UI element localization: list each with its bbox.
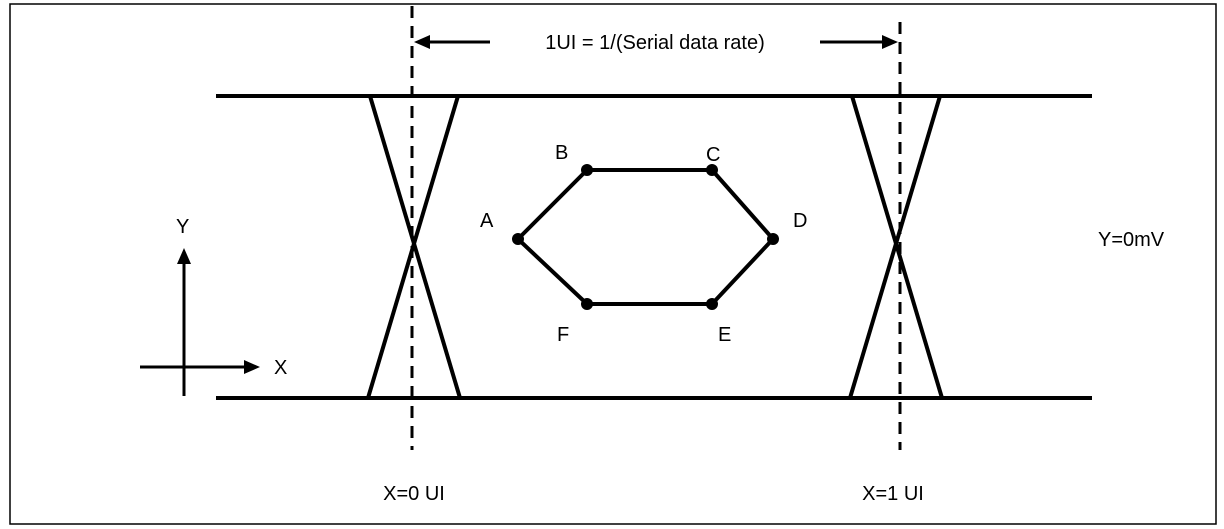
- ui-span-left-arrowhead: [414, 35, 430, 49]
- point-e-marker: [706, 298, 718, 310]
- point-b-label: B: [555, 142, 568, 164]
- x-axis-label: X: [274, 357, 287, 379]
- y-axis-arrowhead: [177, 248, 191, 264]
- diagram-frame: [9, 3, 1217, 525]
- point-c-marker: [706, 164, 718, 176]
- point-a-marker: [512, 233, 524, 245]
- point-b-marker: [581, 164, 593, 176]
- x1-label: X=1 UI: [862, 483, 924, 505]
- ui-span-label: 1UI = 1/(Serial data rate): [545, 32, 765, 54]
- point-d-marker: [767, 233, 779, 245]
- y-level-label: Y=0mV: [1098, 229, 1165, 251]
- x0-label: X=0 UI: [383, 483, 445, 505]
- point-f-label: F: [557, 324, 569, 346]
- eye-mask-hexagon: [516, 168, 775, 306]
- x-axis-arrowhead: [244, 360, 260, 374]
- point-e-label: E: [718, 324, 731, 346]
- point-f-marker: [581, 298, 593, 310]
- point-a-label: A: [480, 210, 494, 232]
- point-d-label: D: [793, 210, 807, 232]
- y-axis-label: Y: [176, 216, 189, 238]
- ui-span-right-arrowhead: [882, 35, 898, 49]
- right-crossing-line-2: [848, 95, 942, 399]
- point-c-label: C: [706, 144, 720, 166]
